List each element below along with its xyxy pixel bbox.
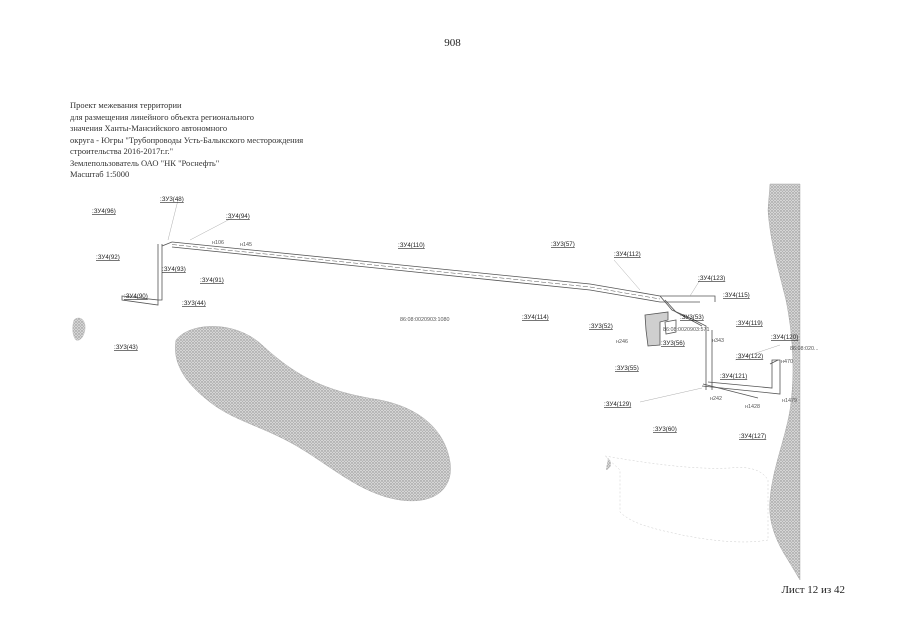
- leader-line: [189, 217, 233, 241]
- hatched-area-right: [767, 183, 801, 581]
- parcel-label: :ЗУ3(52): [589, 323, 613, 330]
- hatched-area-bottom: [604, 455, 769, 543]
- title-line-6: Землепользователь ОАО "НК "Роснефть": [70, 157, 220, 168]
- point-number: н1428: [745, 404, 760, 410]
- hatched-area-left: [72, 317, 86, 341]
- hatched-area-bottom-fill: [606, 458, 611, 470]
- parcel-label: :ЗУ4(127): [739, 433, 766, 440]
- parcel-label: :ЗУ4(90): [124, 293, 148, 300]
- parcel-label: :ЗУ3(60): [653, 426, 677, 433]
- parcel-label: :ЗУ4(96): [92, 208, 116, 215]
- parcel-label: :ЗУ4(93): [162, 266, 186, 273]
- parcel-label: :ЗУ3(44): [182, 300, 206, 307]
- point-number: н343: [712, 338, 724, 344]
- right-branch: [644, 295, 781, 399]
- parcel-label: :ЗУ4(115): [723, 292, 750, 299]
- leader-line: [639, 387, 703, 403]
- point-number: н242: [710, 396, 722, 402]
- point-number: н145: [240, 242, 252, 248]
- parcel-label: :ЗУ4(129): [604, 401, 631, 408]
- point-number: н246: [616, 339, 628, 345]
- parcel-label: :ЗУ3(48): [160, 196, 184, 203]
- parcel-label: :ЗУ4(122): [736, 353, 763, 360]
- cadastral-number: 86:08:0020903:571: [663, 327, 709, 333]
- leader-line: [734, 344, 781, 361]
- parcel-label: :ЗУ3(55): [615, 365, 639, 372]
- title-line-2: для размещения линейного объекта региона…: [70, 111, 254, 122]
- cadastral-number: 86:08:020...: [790, 346, 818, 352]
- title-line-5: строительства 2016-2017г.г.": [70, 146, 174, 156]
- title-line-4: округа - Югры "Трубопроводы Усть-Балыкск…: [70, 134, 304, 145]
- title-line-7: Масштаб 1:5000: [70, 169, 130, 179]
- parcel-label: :ЗУ4(92): [96, 254, 120, 261]
- parcel-label: :ЗУ4(91): [200, 277, 224, 284]
- right-junction: [659, 295, 707, 390]
- parcel-label: :ЗУ4(114): [522, 314, 549, 321]
- left-branch-stub: [161, 241, 173, 247]
- right-bottom-strip: [702, 383, 759, 399]
- parcel-label: :ЗУ4(120): [771, 334, 798, 341]
- corridor-center-line: [171, 244, 661, 300]
- pad-shape: [644, 311, 669, 347]
- leader-line: [167, 199, 179, 241]
- page-number: 908: [444, 37, 461, 49]
- cadastral-number: 86:08:0020903:1080: [400, 317, 449, 323]
- left-branch: [121, 241, 173, 306]
- point-number: н106: [212, 240, 224, 246]
- sheet-footer: Лист 12 из 42: [781, 584, 845, 596]
- hatched-area-large: [175, 326, 451, 502]
- pad-shape-2: [664, 319, 677, 335]
- parcel-label: :ЗУ4(94): [226, 213, 250, 220]
- point-number: н470: [781, 359, 793, 365]
- left-branch-vertical: [157, 244, 163, 301]
- leader-line: [613, 259, 641, 291]
- parcel-label: :ЗУ4(112): [614, 251, 641, 258]
- right-junction-inner: [664, 299, 703, 327]
- point-number: н1479: [782, 398, 797, 404]
- parcel-label: :ЗУ4(119): [736, 320, 763, 327]
- left-branch-bottom: [121, 295, 159, 306]
- title-line-1: Проект межевания территории: [70, 100, 182, 110]
- parcel-label: :ЗУ4(121): [720, 373, 747, 380]
- parcel-label: :ЗУ4(123): [698, 275, 725, 282]
- right-end-marker: [769, 359, 779, 365]
- parcel-label: :ЗУ3(56): [661, 340, 685, 347]
- leader-line: [689, 279, 701, 297]
- parcel-label: :ЗУ3(43): [114, 344, 138, 351]
- title-line-3: значения Ханты-Мансийского автономного: [70, 123, 228, 133]
- corridor-bottom-line: [171, 246, 700, 303]
- parcel-label: :ЗУ3(53): [680, 314, 704, 321]
- parcel-label: :ЗУ3(57): [551, 241, 575, 248]
- title-block: Проект межевания территории для размещен…: [70, 100, 370, 181]
- parcel-label: :ЗУ4(110): [398, 242, 425, 249]
- right-bottom-loop: [701, 359, 781, 395]
